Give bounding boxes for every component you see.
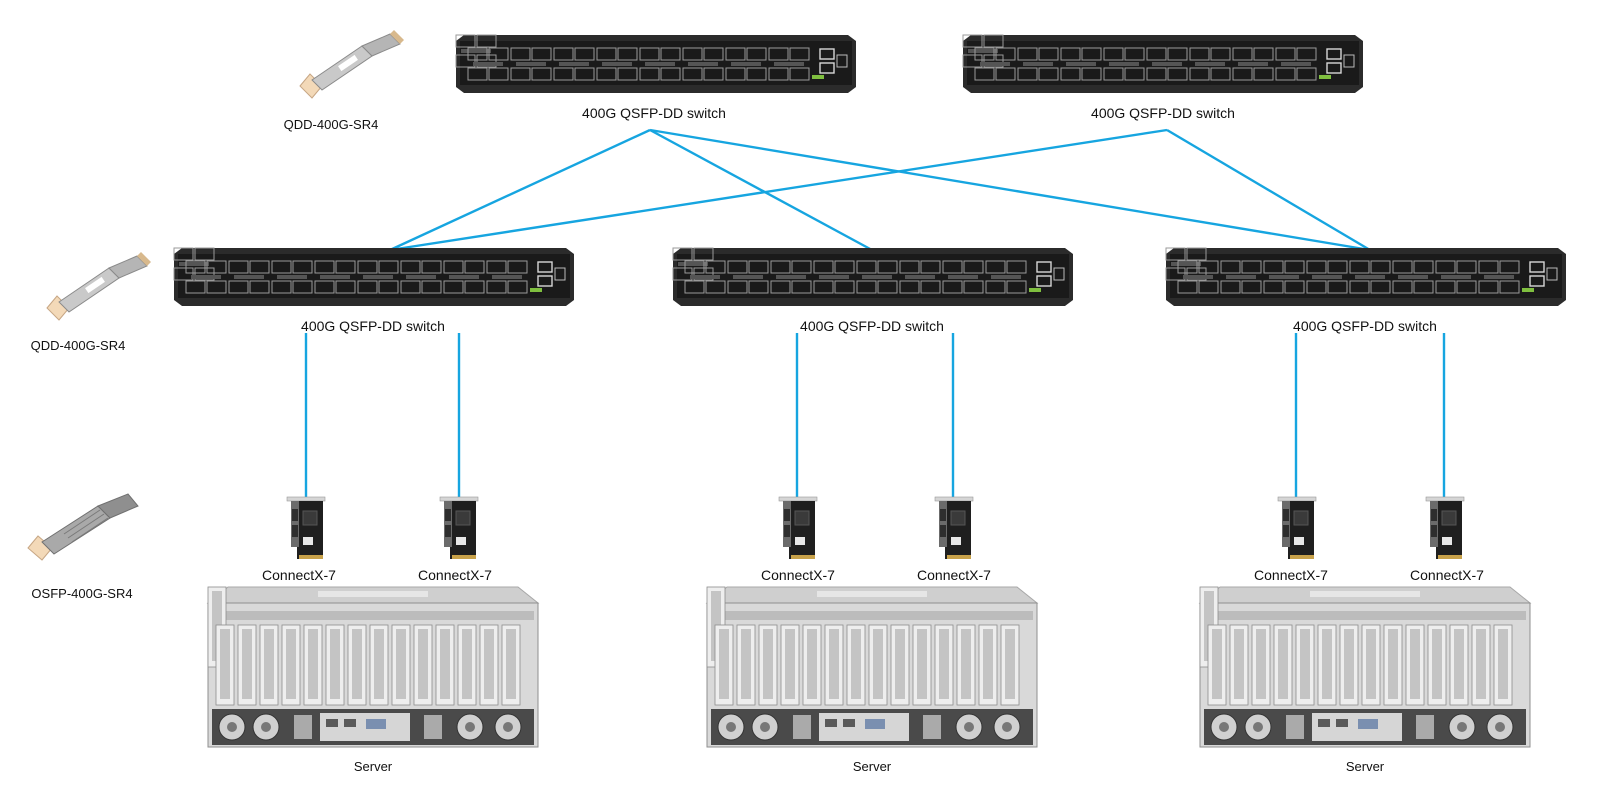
legend-item-label: QDD-400G-SR4 — [284, 117, 379, 132]
switch-icon — [673, 248, 1073, 306]
nic-label: ConnectX-7 — [1254, 567, 1328, 583]
uplink-line — [389, 128, 1168, 252]
leaf-switch: 400G QSFP-DD switch — [1166, 248, 1566, 334]
switch-label: 400G QSFP-DD switch — [1293, 318, 1437, 334]
legend-item-label: QDD-400G-SR4 — [31, 338, 126, 353]
switch-icon — [1166, 248, 1566, 306]
legend-item-3: OSFP-400G-SR4 — [27, 493, 139, 601]
nic-label: ConnectX-7 — [761, 567, 835, 583]
switch-label: 400G QSFP-DD switch — [800, 318, 944, 334]
nic-card: ConnectX-7 — [761, 496, 835, 583]
spine-switch: 400G QSFP-DD switch — [963, 35, 1363, 121]
switch-label: 400G QSFP-DD switch — [301, 318, 445, 334]
server-icon — [208, 587, 538, 747]
switch-label: 400G QSFP-DD switch — [582, 105, 726, 121]
qsfp-dd-module-icon — [299, 29, 405, 99]
qsfp-dd-module-icon — [46, 251, 152, 321]
network-card-icon — [1277, 496, 1317, 560]
network-card-icon — [439, 496, 479, 560]
nic-label: ConnectX-7 — [917, 567, 991, 583]
uplink-line — [389, 128, 651, 252]
legend-item-1: QDD-400G-SR4 — [284, 29, 405, 132]
network-card-icon — [934, 496, 974, 560]
nic-card: ConnectX-7 — [1254, 496, 1328, 583]
uplink-line — [649, 128, 873, 252]
server-label: Server — [354, 759, 393, 774]
legend-item-2: QDD-400G-SR4 — [31, 251, 152, 353]
network-card-icon — [778, 496, 818, 560]
server-node: Server — [208, 587, 538, 774]
switch-icon — [174, 248, 574, 306]
server-icon — [707, 587, 1037, 747]
network-card-icon — [1425, 496, 1465, 560]
nic-card: ConnectX-7 — [418, 496, 492, 583]
server-label: Server — [1346, 759, 1385, 774]
switch-label: 400G QSFP-DD switch — [1091, 105, 1235, 121]
switch-icon — [456, 35, 856, 93]
uplink-line — [1166, 128, 1371, 252]
switch-icon — [963, 35, 1363, 93]
downlink-connections — [304, 333, 1446, 497]
nic-label: ConnectX-7 — [418, 567, 492, 583]
nic-card: ConnectX-7 — [917, 496, 991, 583]
server-node: Server — [707, 587, 1037, 774]
server-label: Server — [853, 759, 892, 774]
nic-label: ConnectX-7 — [262, 567, 336, 583]
uplink-connections — [389, 128, 1371, 252]
server-node: Server — [1200, 587, 1530, 774]
spine-switch: 400G QSFP-DD switch — [456, 35, 856, 121]
nic-label: ConnectX-7 — [1410, 567, 1484, 583]
leaf-switch: 400G QSFP-DD switch — [673, 248, 1073, 334]
osfp-module-icon — [27, 493, 139, 561]
legend-item-label: OSFP-400G-SR4 — [31, 586, 132, 601]
nic-card: ConnectX-7 — [262, 496, 336, 583]
server-icon — [1200, 587, 1530, 747]
uplink-line — [649, 128, 1371, 252]
leaf-switch: 400G QSFP-DD switch — [174, 248, 574, 334]
nic-card: ConnectX-7 — [1410, 496, 1484, 583]
network-card-icon — [286, 496, 326, 560]
